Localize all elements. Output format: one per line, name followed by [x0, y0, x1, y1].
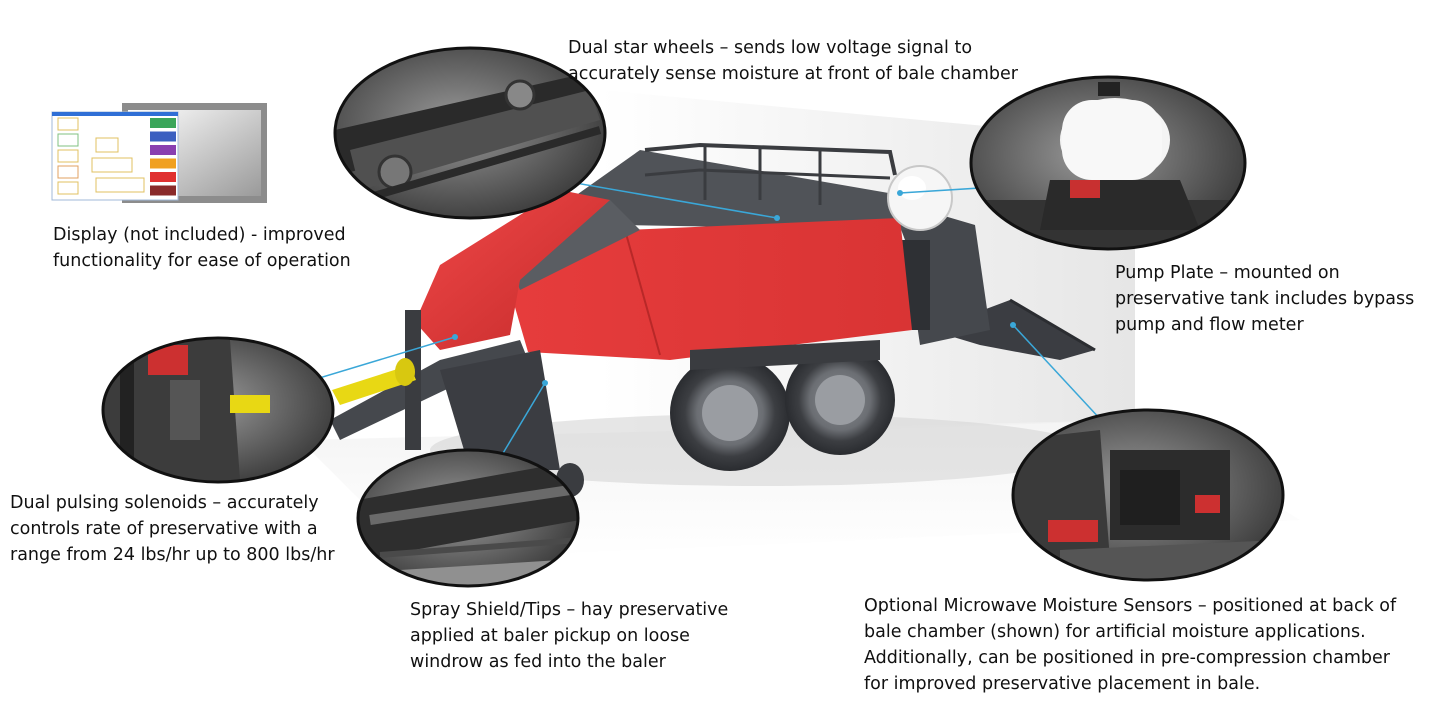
- tire-icon: [670, 345, 895, 471]
- baler-illustration: [330, 142, 1096, 497]
- callout-microwave-line-4: for improved preservative placement in b…: [864, 674, 1261, 694]
- display-button-6: [150, 185, 176, 196]
- callout-star-wheels: Dual star wheels – sends low voltage sig…: [568, 35, 1018, 87]
- callout-microwave-line-2: bale chamber (shown) for artificial mois…: [864, 622, 1366, 642]
- callout-display: Display (not included) - improved functi…: [53, 222, 351, 274]
- callout-display-line-1: Display (not included) - improved: [53, 225, 346, 245]
- display-button-3: [150, 145, 176, 155]
- callout-microwave-line-3: Additionally, can be positioned in pre-c…: [864, 648, 1390, 668]
- callout-star-wheels-line-1: Dual star wheels – sends low voltage sig…: [568, 38, 973, 58]
- inset-star-wheels: [333, 46, 607, 220]
- display-button-2: [150, 131, 176, 142]
- callout-pump-plate: Pump Plate – mounted on preservative tan…: [1115, 260, 1414, 338]
- pto-shaft: [332, 365, 416, 405]
- callout-spray-shield-line-2: applied at baler pickup on loose: [410, 626, 690, 646]
- callout-spray-shield-line-3: windrow as fed into the baler: [410, 652, 666, 672]
- inset-solenoids: [101, 336, 335, 484]
- inset-spray-shield: [356, 448, 580, 588]
- callout-spray-shield: Spray Shield/Tips – hay preservative app…: [410, 597, 728, 675]
- tank-icon: [887, 165, 953, 231]
- callout-microwave-line-1: Optional Microwave Moisture Sensors – po…: [864, 596, 1397, 616]
- callout-solenoids-line-2: controls rate of preservative with a: [10, 519, 318, 539]
- display-button-5: [150, 172, 176, 182]
- pickup-unit: [440, 350, 560, 470]
- display-monitor-icon: [51, 103, 267, 203]
- display-button-4: [150, 158, 176, 169]
- callout-pump-plate-line-2: preservative tank includes bypass: [1115, 289, 1415, 309]
- callout-star-wheels-line-2: accurately sense moisture at front of ba…: [568, 64, 1018, 84]
- baler-side-panel: [510, 218, 912, 360]
- callout-solenoids-line-3: range from 24 lbs/hr up to 800 lbs/hr: [10, 545, 335, 565]
- display-button-1: [150, 118, 176, 128]
- callout-pump-plate-line-3: pump and flow meter: [1115, 315, 1304, 335]
- callout-microwave-sensors: Optional Microwave Moisture Sensors – po…: [864, 593, 1396, 697]
- display-title-bar: [52, 112, 178, 116]
- callout-solenoids: Dual pulsing solenoids – accurately cont…: [10, 490, 335, 568]
- callout-pump-plate-line-1: Pump Plate – mounted on: [1115, 263, 1340, 283]
- callout-spray-shield-line-1: Spray Shield/Tips – hay preservative: [410, 600, 729, 620]
- callout-display-line-2: functionality for ease of operation: [53, 251, 351, 271]
- baler-front-hood: [415, 190, 610, 350]
- callout-solenoids-line-1: Dual pulsing solenoids – accurately: [10, 493, 319, 513]
- handrail: [644, 142, 897, 176]
- inset-microwave-sensors: [1011, 408, 1285, 582]
